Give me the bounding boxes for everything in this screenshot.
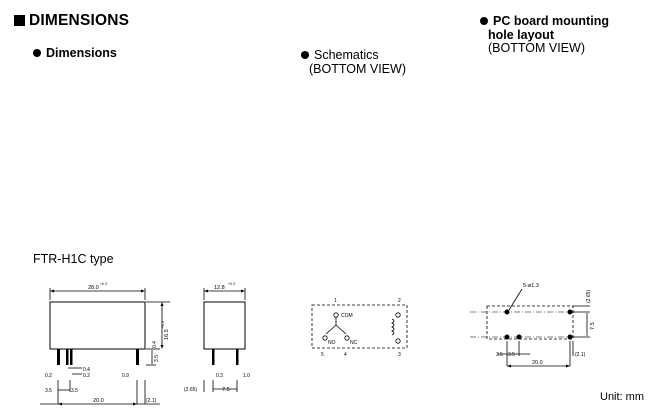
coil-terminal	[395, 312, 401, 318]
nc-label: NC	[350, 340, 358, 346]
dimensions-subheading: Dimensions	[33, 47, 117, 60]
end-view: 12.8 +0.3 0.3 1.0 7.5 (2.65)	[184, 282, 250, 393]
bullet-icon	[480, 17, 488, 25]
side-view: 28.0 +0.3 16.5 +0.3 3.5 0.4 0.2 0.4 0.2 …	[40, 282, 170, 406]
pcb-hole	[567, 334, 573, 340]
schematics-heading-text: Schematics	[314, 48, 379, 62]
pcb-layout: 5-ø1.3 7.5 (2.65) 3.5 3.5 (2.1) 20.0	[470, 283, 596, 368]
no-label: NO	[328, 340, 336, 346]
side-pin	[136, 349, 139, 365]
pcb-hole	[516, 334, 522, 340]
side-pitch-left: 3.5	[45, 388, 52, 394]
layout-pitch-b: 3.5	[508, 352, 515, 358]
bullet-icon	[301, 51, 309, 59]
type-label: FTR-H1C type	[33, 252, 114, 266]
side-height-text: 16.5	[164, 329, 170, 340]
pin-width-text: 0.9	[122, 373, 129, 379]
end-pin-a-text: 0.3	[216, 373, 223, 379]
contact-arm	[325, 324, 337, 335]
dimensions-heading: DIMENSIONS	[14, 12, 129, 30]
com-terminal	[333, 312, 339, 318]
layout-top-text: (2.65)	[586, 290, 592, 303]
pin-label-2: 2	[398, 298, 401, 304]
pin-label-1: 1	[334, 298, 337, 304]
side-pin	[70, 349, 73, 365]
layout-span-text: 20.0	[532, 360, 543, 366]
pin-thickness-text: 0.4	[152, 341, 158, 348]
end-pin-b-text: 1.0	[243, 373, 250, 379]
pcb-layout-heading-line2: hole layout	[488, 28, 554, 42]
coil-terminal	[395, 338, 401, 344]
schematic-outline	[311, 304, 408, 349]
side-height-tol: +0.3	[161, 321, 165, 328]
side-length-tol: +0.3	[100, 282, 107, 286]
dimensions-heading-text: DIMENSIONS	[29, 12, 130, 29]
pin-label-5: 5	[321, 352, 324, 358]
pcb-hole	[504, 334, 510, 340]
com-label: COM	[341, 313, 353, 319]
coil-winding	[391, 318, 395, 336]
pcb-layout-subtitle: (BOTTOM VIEW)	[488, 41, 585, 55]
side-offset-text: (2.1)	[146, 398, 157, 404]
pin-label-3: 3	[398, 352, 401, 358]
end-width-tol: +0.3	[228, 282, 235, 286]
square-bullet-icon	[14, 15, 25, 26]
layout-pitch-a: 3.5	[496, 352, 503, 358]
layout-vert-text: 7.5	[590, 322, 596, 330]
holes-text: 5-ø1.3	[523, 283, 539, 289]
dimensions-subheading-text: Dimensions	[46, 46, 117, 60]
end-body	[203, 301, 246, 350]
pcb-layout-heading-line1: PC board mounting	[493, 14, 609, 28]
pcb-hole	[504, 309, 510, 315]
side-pin	[66, 349, 69, 365]
pcb-hole	[567, 309, 573, 315]
end-pitch-text: 7.5	[222, 387, 230, 393]
pin-length-text: 3.5	[154, 355, 160, 362]
end-width-text: 12.8	[214, 285, 225, 291]
end-offset-text: (2.65)	[184, 387, 197, 393]
side-pin	[57, 349, 60, 365]
lead-a-text: 0.2	[45, 373, 52, 379]
end-pin	[212, 349, 215, 365]
leader-line	[508, 288, 523, 311]
lead-c-text: 0.2	[83, 373, 90, 379]
pcb-outline	[486, 305, 574, 340]
end-pin	[236, 349, 239, 365]
side-body	[49, 301, 146, 350]
lead-b-text: 0.4	[83, 367, 90, 373]
layout-offset-text: (2.1)	[575, 352, 586, 358]
pin-label-4: 4	[344, 352, 347, 358]
contact-arm	[335, 324, 347, 335]
pcb-layout-heading: PC board mounting	[480, 15, 609, 28]
side-pitch-right: 3.5	[71, 388, 78, 394]
side-span-text: 20.0	[93, 398, 104, 404]
schematic: 1 2 5 4 3 COM NO NC	[311, 298, 408, 358]
schematics-heading: Schematics	[301, 49, 379, 62]
side-length-text: 28.0	[88, 285, 99, 291]
no-terminal	[322, 335, 328, 341]
bullet-icon	[33, 49, 41, 57]
schematics-subtitle: (BOTTOM VIEW)	[309, 62, 406, 76]
nc-terminal	[344, 335, 350, 341]
unit-label: Unit: mm	[600, 391, 644, 403]
